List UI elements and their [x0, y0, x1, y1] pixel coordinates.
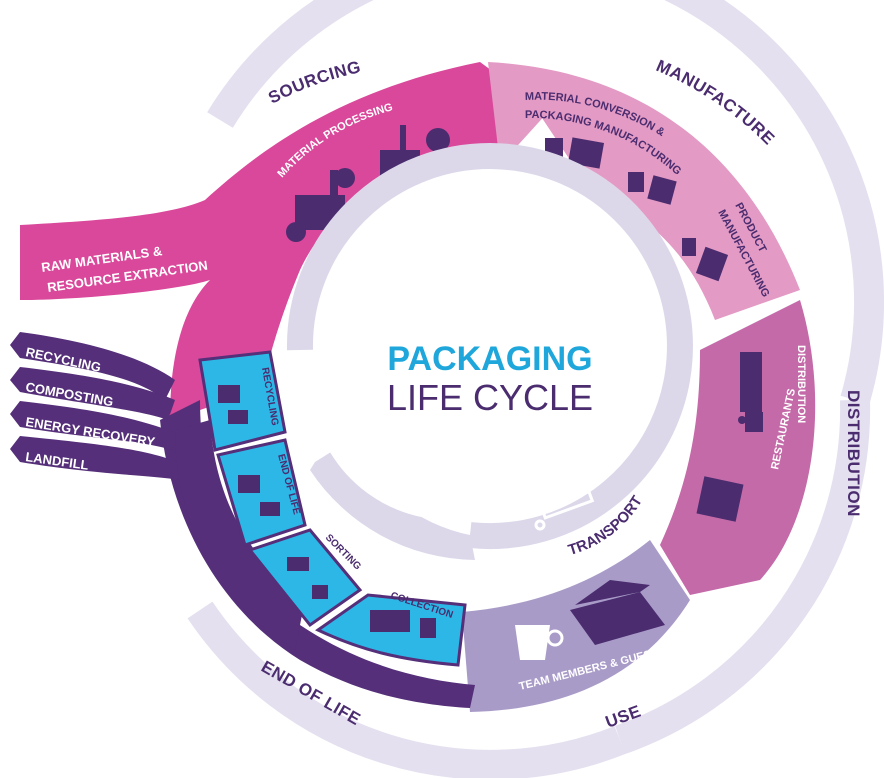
coffee-cup-icon	[515, 625, 564, 660]
inner-ring: TRANSPORT	[286, 143, 693, 560]
title-line2: LIFE CYCLE	[387, 377, 593, 418]
restaurant-icon	[696, 476, 744, 522]
distribution-section: DISTRIBUTION RESTAURANTS	[660, 300, 816, 595]
ring-label-distribution: DISTRIBUTION	[844, 390, 863, 517]
truck-icon	[738, 352, 763, 432]
packaging-icon	[545, 137, 729, 282]
sourcing-section: RAW MATERIALS & RESOURCE EXTRACTION MATE…	[20, 62, 545, 420]
sorting-step	[247, 528, 363, 628]
outer-ring	[187, 0, 884, 778]
use-section: TEAM MEMBERS & GUESTS	[462, 540, 690, 712]
distribution-inner-label: DISTRIBUTION	[795, 345, 807, 423]
recycling-step	[198, 350, 287, 452]
distribution-band	[660, 300, 816, 595]
bin-icons	[218, 385, 436, 638]
transport-truck-icon	[534, 478, 595, 531]
title-line1: PACKAGING	[387, 340, 592, 378]
end-of-life-step	[216, 438, 307, 547]
donut-box-icon	[570, 580, 665, 645]
